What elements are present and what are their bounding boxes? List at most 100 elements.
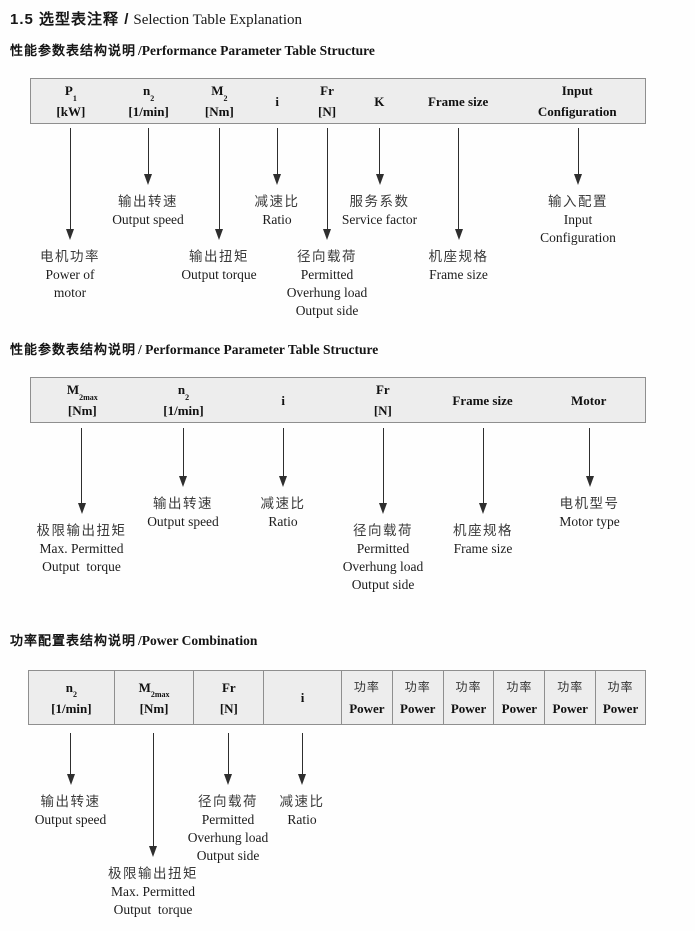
section-heading-cn: 功率配置表结构说明 (10, 633, 137, 648)
arrow-shaft (589, 428, 590, 476)
table-column: i (263, 671, 341, 724)
down-arrow (271, 128, 283, 185)
down-arrow (142, 128, 154, 185)
column-title: 功率 (557, 679, 584, 694)
section-heading-cn: 性能参数表结构说明 (10, 342, 137, 357)
column-title: 功率 (353, 679, 380, 694)
column-unit: [1/min] (51, 700, 92, 716)
callout-line-cn: 机座规格 (453, 523, 513, 538)
column-subscript: 2 (72, 690, 77, 700)
arrow-shaft (482, 428, 484, 503)
column-title: 功率 (404, 679, 431, 694)
page-title-en: Selection Table Explanation (133, 12, 302, 28)
arrowhead-icon (574, 174, 582, 185)
column-unit: [Nm] (139, 700, 169, 716)
column-title: Frame size (427, 93, 489, 109)
column-unit: [1/min] (163, 403, 204, 418)
column-unit: Power (501, 700, 538, 716)
table-column: Motor (532, 378, 645, 422)
arrow-shaft (382, 428, 384, 503)
table-column: n2[1/min] (111, 79, 187, 123)
callout-line-en: Output speed (34, 812, 107, 827)
column-unit: Power (450, 700, 487, 716)
arrow-shaft (227, 733, 229, 774)
column-title: n2 (177, 382, 190, 402)
column-unit: Power (602, 700, 639, 716)
arrowhead-icon (585, 476, 594, 487)
column-unit: Power (552, 700, 588, 716)
down-arrow (477, 428, 489, 514)
column-unit: Configuration (537, 104, 617, 119)
callout-line-en: Ratio (268, 514, 298, 529)
callout-line-en: Power of (45, 267, 95, 282)
table-column: Fr[N] (333, 378, 433, 422)
table-column: Fr [N] (193, 671, 263, 724)
callout-line-en: Configuration (540, 230, 616, 245)
table-column: K (352, 79, 407, 123)
arrow-shaft (458, 128, 459, 229)
column-subscript: 2 (223, 93, 228, 103)
callout-line-cn: 机座规格 (428, 249, 489, 264)
arrowhead-icon (149, 846, 157, 857)
column-unit: Power (349, 700, 385, 716)
callout-line-en: Ratio (262, 212, 292, 227)
arrow-shaft (276, 128, 278, 174)
section-heading: 功率配置表结构说明/Power Combination (10, 630, 257, 650)
page-title-cn: 1.5 选型表注释 / (10, 11, 130, 28)
column-subscript: 1 (72, 93, 77, 103)
callout-line-en: motor (53, 285, 87, 300)
callout-line-cn: 服务系数 (349, 194, 410, 209)
callout-line-en: Output side (351, 577, 415, 592)
table-column: n2[1/min] (134, 378, 234, 422)
section-heading-en: /Power Combination (138, 633, 258, 648)
callout-line-en: Output speed (147, 514, 219, 529)
arrow-shaft (577, 128, 579, 174)
section-heading: 性能参数表结构说明/Performance Parameter Table St… (10, 40, 375, 60)
arrow-shaft (70, 733, 71, 774)
arrowhead-icon (224, 774, 232, 785)
down-arrow (213, 128, 225, 240)
column-subscript: 2 (150, 93, 155, 103)
arrow-shaft (147, 128, 149, 174)
callout-line-en: Output torque (181, 267, 257, 282)
arrow-shaft (182, 428, 184, 476)
arrowhead-icon (144, 174, 152, 185)
arrow-shaft (301, 733, 303, 774)
column-title: i (275, 93, 279, 109)
table-column: n2[1/min] (29, 671, 114, 724)
table-column: M2[Nm] (186, 79, 252, 123)
column-unit: [N] (219, 700, 238, 716)
arrowhead-icon (379, 503, 387, 514)
table-column: Fr[N] (302, 79, 352, 123)
column-unit: Power (400, 700, 436, 716)
column-title: 功率 (506, 679, 533, 694)
table-column: 功率 Power (391, 671, 443, 724)
down-arrow (76, 428, 88, 514)
callout-line-en: Permitted (356, 541, 410, 556)
section-heading: 性能参数表结构说明/ Performance Parameter Table S… (10, 339, 378, 359)
callout-line-en: Permitted (300, 267, 354, 282)
column-title: n2 (142, 83, 155, 103)
arrowhead-icon (454, 229, 463, 240)
down-arrow (147, 733, 159, 857)
column-title: Fr (375, 382, 390, 397)
callout-line-cn: 输入配置 (548, 194, 608, 209)
column-unit: [N] (318, 104, 337, 119)
column-title: K (374, 93, 385, 109)
arrowhead-icon (323, 229, 331, 240)
down-arrow (65, 733, 77, 785)
down-arrow (321, 128, 333, 240)
down-arrow (222, 733, 234, 785)
arrowhead-icon (179, 476, 187, 487)
column-title: Fr (221, 679, 236, 695)
